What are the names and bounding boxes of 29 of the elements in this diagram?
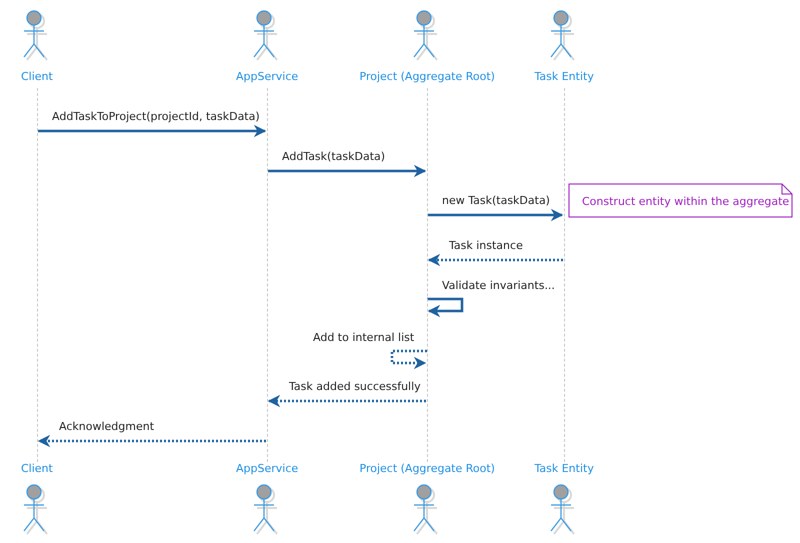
note-text: Construct entity within the aggregate — [582, 195, 790, 208]
lifeline — [564, 88, 566, 462]
self-message-arrow — [427, 298, 464, 318]
message-label: AddTask(taskData) — [282, 150, 386, 163]
return-message-arrow — [428, 254, 563, 266]
message-arrow — [38, 124, 266, 138]
actor-name: AppService — [236, 462, 298, 475]
self-message-arrow — [390, 350, 427, 370]
actor-name: Task Entity — [534, 70, 594, 83]
lifeline — [36, 88, 38, 462]
lifeline — [426, 88, 428, 462]
message-label: Acknowledgment — [59, 420, 154, 433]
message-arrow — [428, 208, 564, 222]
message-arrow — [268, 164, 426, 178]
message-label: AddTaskToProject(projectId, taskData) — [52, 110, 260, 123]
message-label: Task added successfully — [289, 380, 421, 393]
actor-name: Project (Aggregate Root) — [360, 462, 495, 475]
actor-name: Project (Aggregate Root) — [360, 70, 495, 83]
return-message-arrow — [268, 394, 426, 408]
actor-name: AppService — [236, 70, 298, 83]
message-label: Task instance — [449, 239, 523, 252]
message-label: Validate invariants... — [442, 279, 555, 292]
actor-name: Client — [21, 462, 53, 475]
return-message-arrow — [38, 434, 266, 448]
actor-name: Task Entity — [534, 462, 594, 475]
actor-name: Client — [21, 70, 53, 83]
message-label: Add to internal list — [313, 331, 414, 344]
lifeline — [266, 88, 268, 462]
message-label: new Task(taskData) — [442, 194, 550, 207]
